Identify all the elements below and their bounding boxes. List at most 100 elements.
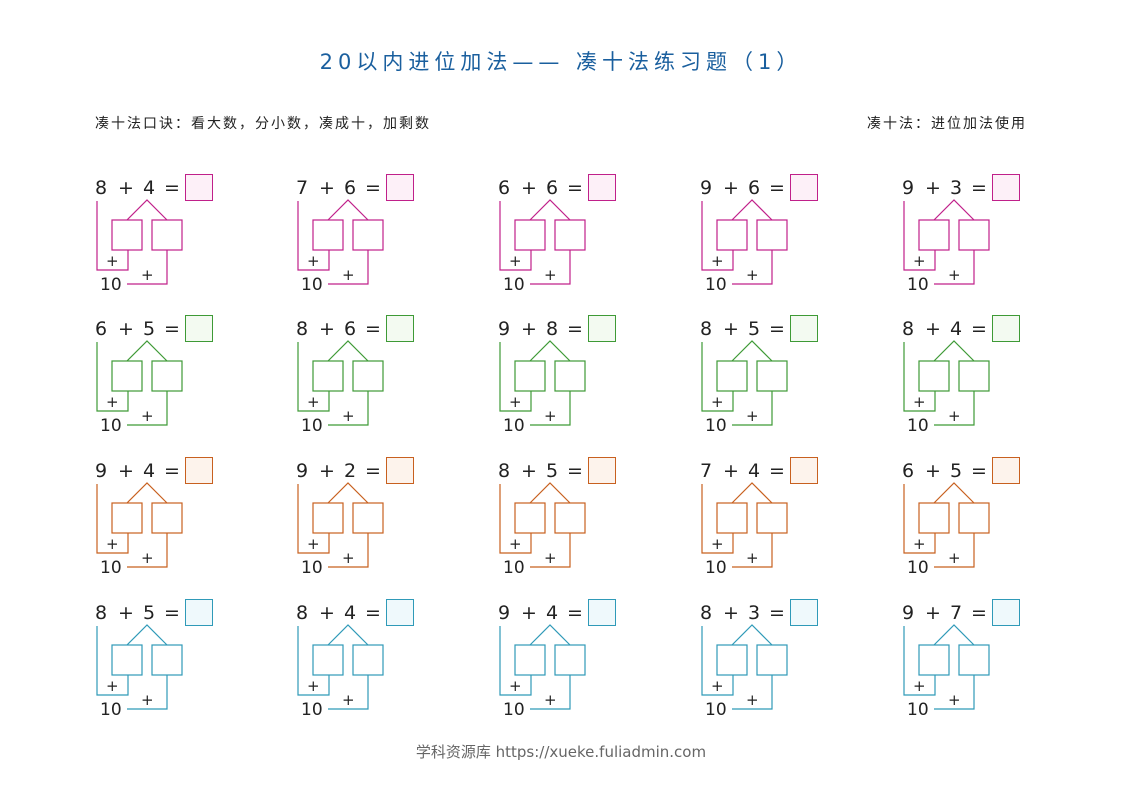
part-box-right[interactable] — [756, 644, 788, 676]
answer-box[interactable] — [588, 174, 616, 201]
part-box-right[interactable] — [352, 219, 384, 251]
part-box-right[interactable] — [756, 219, 788, 251]
answer-box[interactable] — [992, 457, 1020, 484]
answer-box[interactable] — [992, 315, 1020, 342]
first-addend-bracket — [96, 342, 129, 412]
decomposition-diagram — [903, 340, 990, 426]
decomposition-diagram — [297, 482, 384, 568]
part-box-left[interactable] — [716, 644, 748, 676]
equals-sign: = — [164, 318, 180, 340]
part-box-right[interactable] — [151, 644, 183, 676]
part-box-left[interactable] — [514, 360, 546, 392]
first-addend: 8 — [700, 602, 713, 624]
part-box-left[interactable] — [716, 502, 748, 534]
answer-box[interactable] — [386, 457, 414, 484]
remainder-bracket — [530, 675, 571, 710]
first-addend-bracket — [96, 201, 129, 271]
part-box-left[interactable] — [312, 502, 344, 534]
plus-sign: + — [723, 460, 739, 482]
equals-sign: = — [769, 602, 785, 624]
split-lines — [126, 199, 168, 221]
part-box-left[interactable] — [716, 219, 748, 251]
part-box-right[interactable] — [958, 219, 990, 251]
answer-box[interactable] — [185, 457, 213, 484]
answer-box[interactable] — [588, 457, 616, 484]
answer-box[interactable] — [790, 457, 818, 484]
remainder-bracket — [328, 675, 369, 710]
part-box-left[interactable] — [514, 219, 546, 251]
part-box-right[interactable] — [352, 644, 384, 676]
second-addend: 3 — [748, 602, 761, 624]
part-box-right[interactable] — [554, 502, 586, 534]
small-plus-sign: + — [141, 549, 154, 567]
answer-box[interactable] — [185, 599, 213, 626]
part-box-left[interactable] — [716, 360, 748, 392]
part-box-left[interactable] — [918, 360, 950, 392]
ten-label: 10 — [705, 700, 727, 720]
part-box-right[interactable] — [554, 360, 586, 392]
first-addend-bracket — [297, 342, 330, 412]
decomposition-diagram — [297, 624, 384, 710]
answer-box[interactable] — [185, 174, 213, 201]
equals-sign: = — [567, 318, 583, 340]
part-box-right[interactable] — [554, 219, 586, 251]
part-box-left[interactable] — [111, 644, 143, 676]
answer-box[interactable] — [386, 174, 414, 201]
part-box-right[interactable] — [151, 360, 183, 392]
part-box-left[interactable] — [111, 360, 143, 392]
problem-2-4: 8+5=++10 — [700, 315, 860, 445]
part-box-right[interactable] — [352, 360, 384, 392]
answer-box[interactable] — [386, 599, 414, 626]
part-box-left[interactable] — [312, 644, 344, 676]
part-box-right[interactable] — [352, 502, 384, 534]
part-box-right[interactable] — [554, 644, 586, 676]
part-box-right[interactable] — [151, 502, 183, 534]
ten-label: 10 — [301, 416, 323, 436]
part-box-left[interactable] — [918, 219, 950, 251]
equals-sign: = — [971, 318, 987, 340]
answer-box[interactable] — [790, 599, 818, 626]
first-addend-bracket — [297, 484, 330, 554]
split-lines — [731, 340, 773, 362]
answer-box[interactable] — [790, 315, 818, 342]
plus-sign: + — [925, 318, 941, 340]
part-box-right[interactable] — [958, 644, 990, 676]
part-box-left[interactable] — [111, 502, 143, 534]
ten-label: 10 — [100, 275, 122, 295]
part-box-right[interactable] — [756, 360, 788, 392]
split-lines — [933, 340, 975, 362]
answer-box[interactable] — [790, 174, 818, 201]
ten-label: 10 — [100, 700, 122, 720]
part-box-left[interactable] — [514, 644, 546, 676]
small-plus-sign: + — [913, 677, 926, 695]
part-box-left[interactable] — [918, 644, 950, 676]
answer-box[interactable] — [386, 315, 414, 342]
part-box-left[interactable] — [514, 502, 546, 534]
split-lines — [327, 199, 369, 221]
ten-label: 10 — [301, 558, 323, 578]
answer-box[interactable] — [588, 315, 616, 342]
problem-1-3: 6+6=++10 — [498, 174, 658, 304]
small-plus-sign: + — [913, 393, 926, 411]
small-plus-sign: + — [948, 266, 961, 284]
part-box-right[interactable] — [958, 360, 990, 392]
part-box-right[interactable] — [958, 502, 990, 534]
answer-box[interactable] — [588, 599, 616, 626]
equals-sign: = — [365, 602, 381, 624]
second-addend: 4 — [344, 602, 357, 624]
part-box-right[interactable] — [151, 219, 183, 251]
mnemonic-tip: 凑十法口诀：看大数，分小数，凑成十，加剩数 — [95, 116, 431, 132]
answer-box[interactable] — [992, 599, 1020, 626]
decomposition-diagram — [96, 624, 183, 710]
equals-sign: = — [164, 177, 180, 199]
answer-box[interactable] — [185, 315, 213, 342]
equals-sign: = — [567, 602, 583, 624]
first-addend-bracket — [701, 626, 734, 696]
part-box-right[interactable] — [756, 502, 788, 534]
part-box-left[interactable] — [111, 219, 143, 251]
first-addend: 8 — [95, 602, 108, 624]
part-box-left[interactable] — [312, 360, 344, 392]
part-box-left[interactable] — [918, 502, 950, 534]
part-box-left[interactable] — [312, 219, 344, 251]
answer-box[interactable] — [992, 174, 1020, 201]
